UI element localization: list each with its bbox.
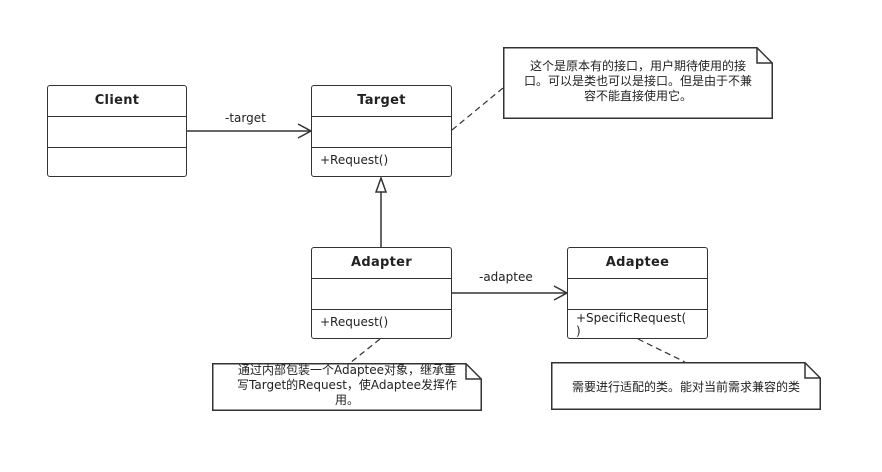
client-target-role-label: -target	[225, 111, 266, 125]
adaptee-class[interactable]: Adaptee +SpecificRequest( )	[567, 247, 708, 339]
target-note-line2: 口。可以是类也可以是接口。但是由于不兼	[523, 74, 752, 88]
target-note-line3: 容不能直接使用它。	[583, 89, 692, 103]
adapter-note[interactable]: 通过内部包装一个Adaptee对象，继承重 写Target的Request，使A…	[212, 363, 482, 411]
adapter-class[interactable]: Adapter +Request()	[311, 247, 452, 339]
adapter-adaptee-role-label: -adaptee	[479, 270, 533, 284]
target-note-line1: 这个是原本有的接口，用户期待使用的接	[529, 59, 746, 73]
adaptee-attributes-section	[568, 278, 707, 309]
adapter-note-anchor	[349, 338, 381, 364]
adapter-note-line1: 通过内部包装一个Adaptee对象，继承重	[237, 363, 457, 377]
adaptee-operation: +SpecificRequest( )	[568, 309, 707, 338]
adaptee-note[interactable]: 需要进行适配的类。能对当前需求兼容的类	[551, 362, 821, 410]
adapter-operation: +Request()	[312, 309, 451, 337]
adaptee-note-line1: 需要进行适配的类。能对当前需求兼容的类	[571, 380, 800, 394]
adapter-attributes-section	[312, 278, 451, 309]
target-class-name: Target	[357, 93, 406, 108]
adaptee-class-name: Adaptee	[605, 255, 670, 270]
adaptee-note-anchor	[637, 338, 686, 363]
client-class[interactable]: Client	[47, 85, 187, 177]
client-class-name: Client	[94, 93, 140, 108]
adapter-note-frame	[212, 363, 482, 411]
target-class[interactable]: Target +Request()	[311, 85, 452, 177]
adaptee-note-frame	[551, 362, 821, 410]
adapter-class-name: Adapter	[351, 255, 412, 270]
target-note-frame	[503, 47, 773, 119]
target-operation: +Request()	[312, 147, 451, 175]
adaptee-operation-line2: )	[576, 324, 581, 338]
client-attributes-section	[48, 116, 186, 147]
adapter-note-line3: 用。	[334, 393, 359, 407]
adapter-note-line2: 写Target的Request，使Adaptee发挥作	[237, 378, 457, 392]
target-note[interactable]: 这个是原本有的接口，用户期待使用的接 口。可以是类也可以是接口。但是由于不兼 容…	[503, 47, 773, 119]
client-operations-section	[48, 147, 186, 175]
generalization-arrowhead	[374, 175, 388, 193]
adaptee-operation-line1: +SpecificRequest(	[576, 311, 687, 325]
target-attributes-section	[312, 116, 451, 147]
target-note-anchor	[451, 87, 504, 131]
